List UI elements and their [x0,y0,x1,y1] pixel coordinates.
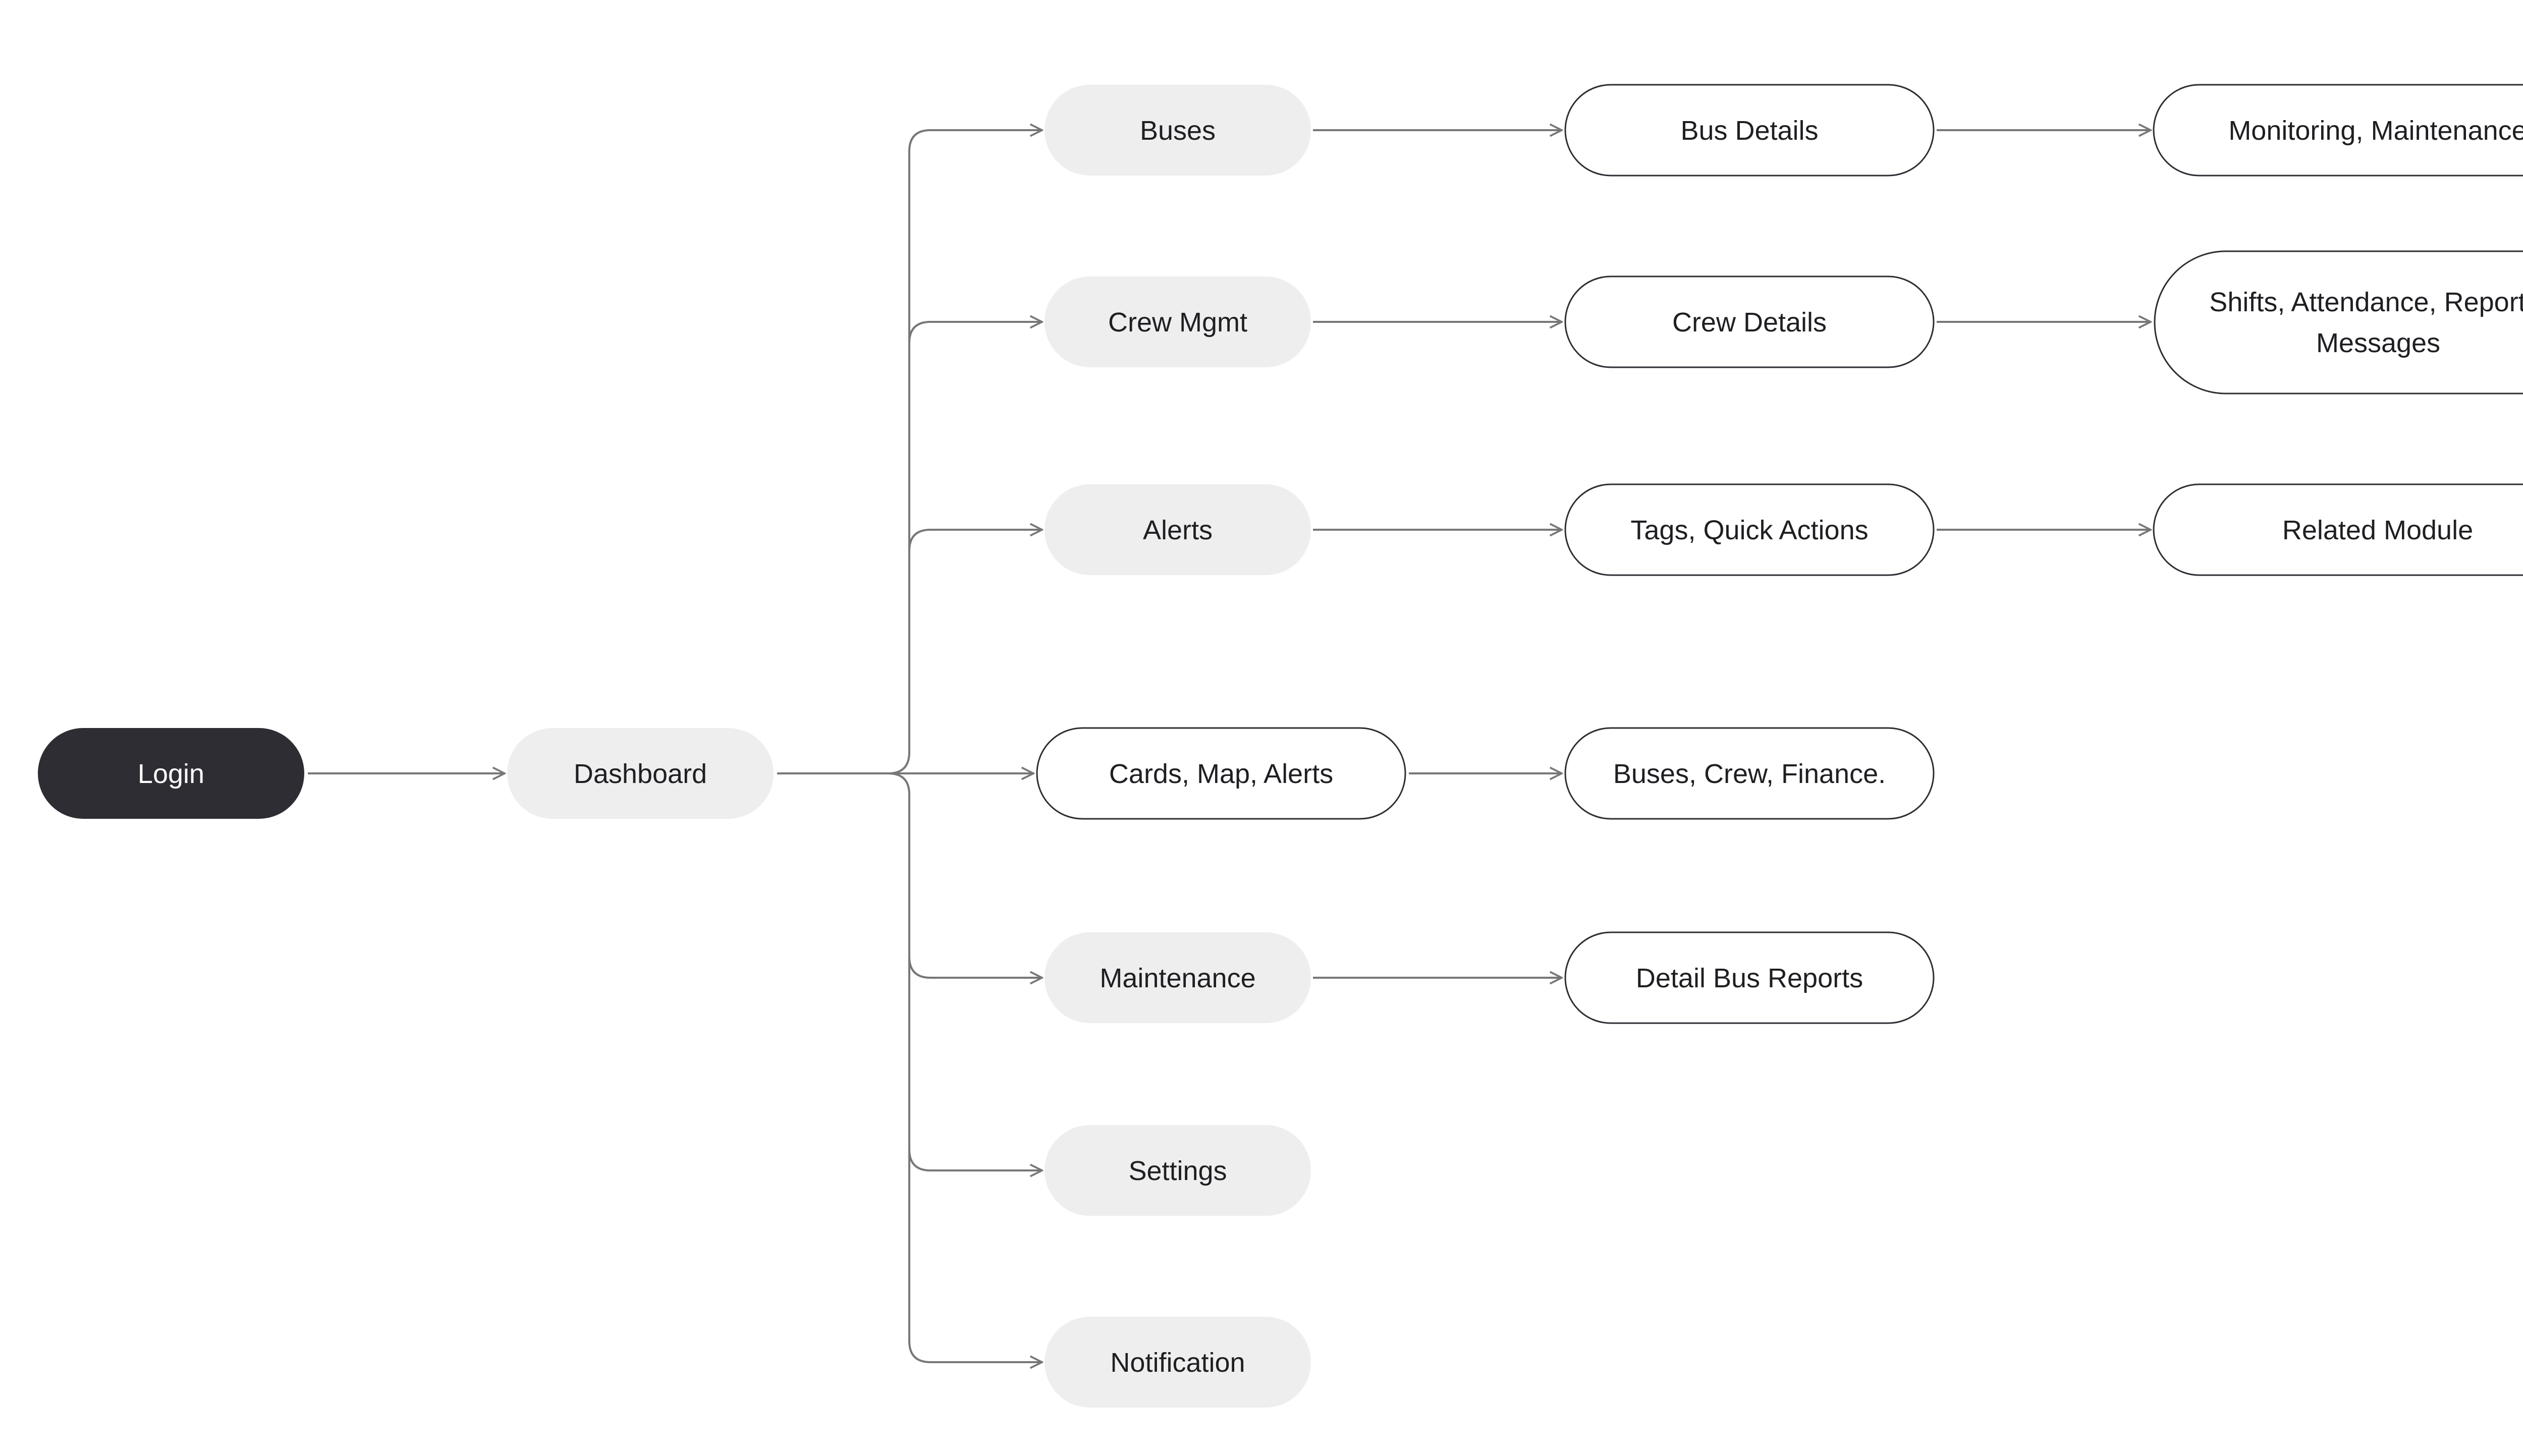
node-notification[interactable]: Notification [1045,1317,1311,1408]
node-shifts-attendance[interactable]: Shifts, Attendance, Reports, Messages [2154,250,2523,395]
node-maintenance-label: Maintenance [1100,963,1255,993]
node-login-label: Login [138,759,204,789]
edge-dashboard-buses [888,130,1042,774]
node-tags-quick-actions-label: Tags, Quick Actions [1630,515,1868,545]
node-crew-details-label: Crew Details [1672,307,1827,338]
node-related-module-label: Related Module [2282,515,2473,545]
node-dashboard[interactable]: Dashboard [507,728,774,819]
node-tags-quick-actions[interactable]: Tags, Quick Actions [1564,483,1935,576]
node-related-module[interactable]: Related Module [2153,483,2523,576]
node-detail-bus-reports-label: Detail Bus Reports [1636,963,1863,993]
node-crew-details[interactable]: Crew Details [1564,275,1935,368]
node-maintenance[interactable]: Maintenance [1045,932,1311,1023]
node-buses-label: Buses [1140,116,1216,146]
edge-dashboard-maintenance [908,956,1042,978]
node-settings[interactable]: Settings [1045,1125,1311,1216]
node-monitoring-maintenance-label: Monitoring, Maintenance [2228,116,2523,146]
node-detail-bus-reports[interactable]: Detail Bus Reports [1564,931,1935,1024]
node-shifts-attendance-line2: Messages [2316,328,2440,358]
node-notification-label: Notification [1110,1348,1245,1378]
node-settings-label: Settings [1128,1156,1227,1186]
node-alerts-label: Alerts [1143,515,1213,545]
node-bus-details[interactable]: Bus Details [1564,84,1935,177]
node-shifts-attendance-line1: Shifts, Attendance, Reports, [2209,287,2523,317]
node-crew-mgmt[interactable]: Crew Mgmt [1045,276,1311,367]
edge-dashboard-alerts [908,530,1042,551]
edge-dashboard-lower-vertical [888,772,1042,1362]
node-buses[interactable]: Buses [1045,85,1311,176]
node-cards-map-alerts-label: Cards, Map, Alerts [1109,759,1333,789]
connectors [308,130,2151,1362]
node-login[interactable]: Login [38,728,304,819]
nodes: Login Dashboard Buses Crew Mgmt Alerts C… [38,84,2523,1408]
node-alerts[interactable]: Alerts [1045,484,1311,575]
edge-dashboard-crew-mgmt [908,322,1042,344]
node-buses-crew-finance-label: Buses, Crew, Finance. [1613,759,1886,789]
node-monitoring-maintenance[interactable]: Monitoring, Maintenance [2153,84,2523,177]
node-crew-mgmt-label: Crew Mgmt [1108,307,1247,338]
node-dashboard-label: Dashboard [574,759,707,789]
node-bus-details-label: Bus Details [1680,116,1818,146]
node-buses-crew-finance[interactable]: Buses, Crew, Finance. [1564,727,1935,820]
node-cards-map-alerts[interactable]: Cards, Map, Alerts [1036,727,1406,820]
edge-dashboard-settings [908,1149,1042,1170]
